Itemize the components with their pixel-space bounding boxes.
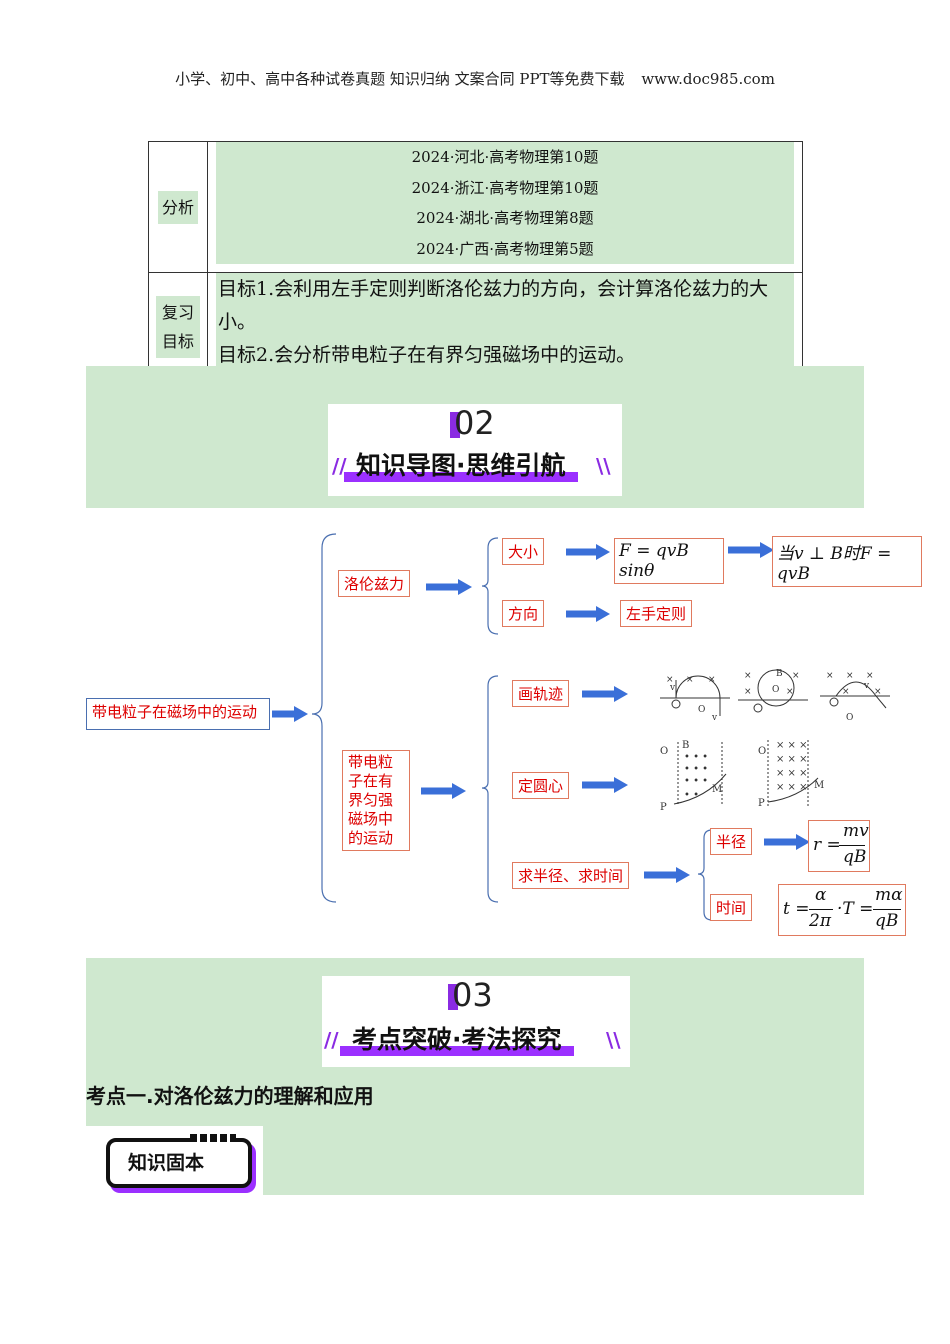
section-02-title: 知识导图·思维引航	[344, 446, 578, 482]
svg-text:O: O	[660, 746, 668, 757]
analysis-item: 2024·广西·高考物理第5题	[416, 239, 594, 258]
svg-text:× × ×: × × ×	[776, 740, 808, 751]
svg-text:×: ×	[686, 675, 694, 685]
node-draw-track: 画轨迹	[512, 680, 570, 707]
svg-text:O: O	[698, 705, 705, 715]
node-direction: 方向	[502, 600, 545, 627]
goals-label: 复习 目标	[156, 295, 200, 358]
mindmap-root: 带电粒子在磁场中的运动	[86, 698, 270, 730]
svg-text:×: ×	[744, 687, 752, 697]
svg-text:v: v	[863, 681, 870, 691]
goal-1: 目标1.会利用左手定则判断洛伦兹力的方向，会计算洛伦兹力的大小。	[218, 278, 769, 333]
svg-text:×: ×	[786, 687, 794, 697]
svg-text:P: P	[660, 802, 667, 813]
meta-table: 分析 2024·河北·高考物理第10题 2024·浙江·高考物理第10题 202…	[148, 141, 803, 381]
svg-text:× × ×: × × ×	[776, 782, 808, 793]
analysis-item: 2024·湖北·高考物理第8题	[416, 209, 594, 227]
analysis-item: 2024·河北·高考物理第10题	[411, 148, 599, 166]
badge-dots	[190, 1134, 236, 1142]
analysis-list: 2024·河北·高考物理第10题 2024·浙江·高考物理第10题 2024·湖…	[216, 142, 794, 264]
node-radius-time: 求半径、求时间	[512, 862, 630, 889]
svg-text:v: v	[711, 713, 718, 723]
analysis-cell: 2024·河北·高考物理第10题 2024·浙江·高考物理第10题 2024·湖…	[207, 141, 803, 273]
svg-text:O: O	[846, 713, 853, 723]
goals-list: 目标1.会利用左手定则判断洛伦兹力的方向，会计算洛伦兹力的大小。 目标2.会分析…	[216, 273, 794, 372]
goals-label-line: 复习	[161, 302, 194, 322]
section-02-number: 02	[450, 404, 495, 442]
svg-text:B: B	[682, 740, 689, 751]
point-1-heading: 考点一.对洛伦兹力的理解和应用	[86, 1084, 374, 1108]
svg-text:P: P	[758, 798, 765, 809]
direction-rule: 左手定则	[620, 600, 693, 627]
svg-text:B: B	[776, 669, 783, 679]
svg-text:×: ×	[708, 675, 716, 685]
svg-text:• • •: • • •	[684, 776, 708, 787]
analysis-label-cell: 分析	[148, 141, 208, 273]
svg-text:• • •: • • •	[684, 752, 708, 763]
node-bounded: 带电粒子在有界匀强磁场中的运动	[342, 750, 410, 851]
svg-text:M: M	[814, 780, 824, 791]
analysis-label: 分析	[157, 190, 198, 224]
radius-formula: r = mv qB	[808, 820, 870, 872]
trajectory-diagrams	[660, 669, 890, 716]
section-02-band: 02 // 知识导图·思维引航 \\	[86, 366, 864, 508]
svg-text:• •: • •	[684, 790, 699, 801]
svg-text:O: O	[758, 746, 766, 757]
node-find-center: 定圆心	[512, 772, 570, 799]
svg-text:×: ×	[866, 671, 874, 681]
header-url[interactable]: www.doc985.com	[641, 70, 775, 88]
svg-text:×: ×	[846, 671, 854, 681]
node-time: 时间	[710, 894, 753, 921]
size-formula: F = qvB sinθ	[614, 538, 724, 584]
knowledge-badge: 知识固本	[86, 1126, 263, 1195]
goals-label-line: 目标	[161, 331, 194, 351]
section-03-number: 03	[448, 976, 493, 1014]
svg-text:• • •: • • •	[684, 764, 708, 775]
svg-text:×: ×	[826, 671, 834, 681]
section-02-banner: 02 // 知识导图·思维引航 \\	[328, 404, 622, 496]
svg-text:×: ×	[842, 687, 850, 697]
svg-text:×: ×	[874, 687, 882, 697]
node-size: 大小	[502, 538, 545, 565]
svg-text:×: ×	[666, 675, 674, 685]
badge-text: 知识固本	[128, 1152, 205, 1174]
svg-text:× × ×: × × ×	[776, 754, 808, 765]
svg-text:×: ×	[792, 671, 800, 681]
size-special: 当v ⊥ B时F = qvB	[772, 536, 922, 587]
node-radius: 半径	[710, 828, 753, 855]
page-header: 小学、初中、高中各种试卷真题 知识归纳 文案合同 PPT等免费下载 www.do…	[0, 68, 950, 89]
section-03-title: 考点突破·考法探究	[340, 1020, 574, 1056]
goal-2: 目标2.会分析带电粒子在有界匀强磁场中的运动。	[218, 344, 636, 366]
goals-label-cell: 复习 目标	[148, 272, 208, 381]
section-03-banner: 03 // 考点突破·考法探究 \\	[322, 976, 630, 1067]
node-lorentz: 洛伦兹力	[338, 570, 411, 597]
header-text: 小学、初中、高中各种试卷真题 知识归纳 文案合同 PPT等免费下载	[175, 70, 625, 88]
svg-text:v: v	[669, 683, 676, 693]
svg-text:M: M	[712, 784, 722, 795]
badge-frame	[106, 1138, 252, 1188]
time-formula: t = α 2π ·T = mα qB	[778, 884, 906, 936]
svg-text:O: O	[772, 685, 779, 695]
svg-text:× × ×: × × ×	[776, 768, 808, 779]
svg-text:×: ×	[744, 671, 752, 681]
analysis-item: 2024·浙江·高考物理第10题	[411, 178, 599, 197]
goals-cell: 目标1.会利用左手定则判断洛伦兹力的方向，会计算洛伦兹力的大小。 目标2.会分析…	[207, 272, 803, 381]
